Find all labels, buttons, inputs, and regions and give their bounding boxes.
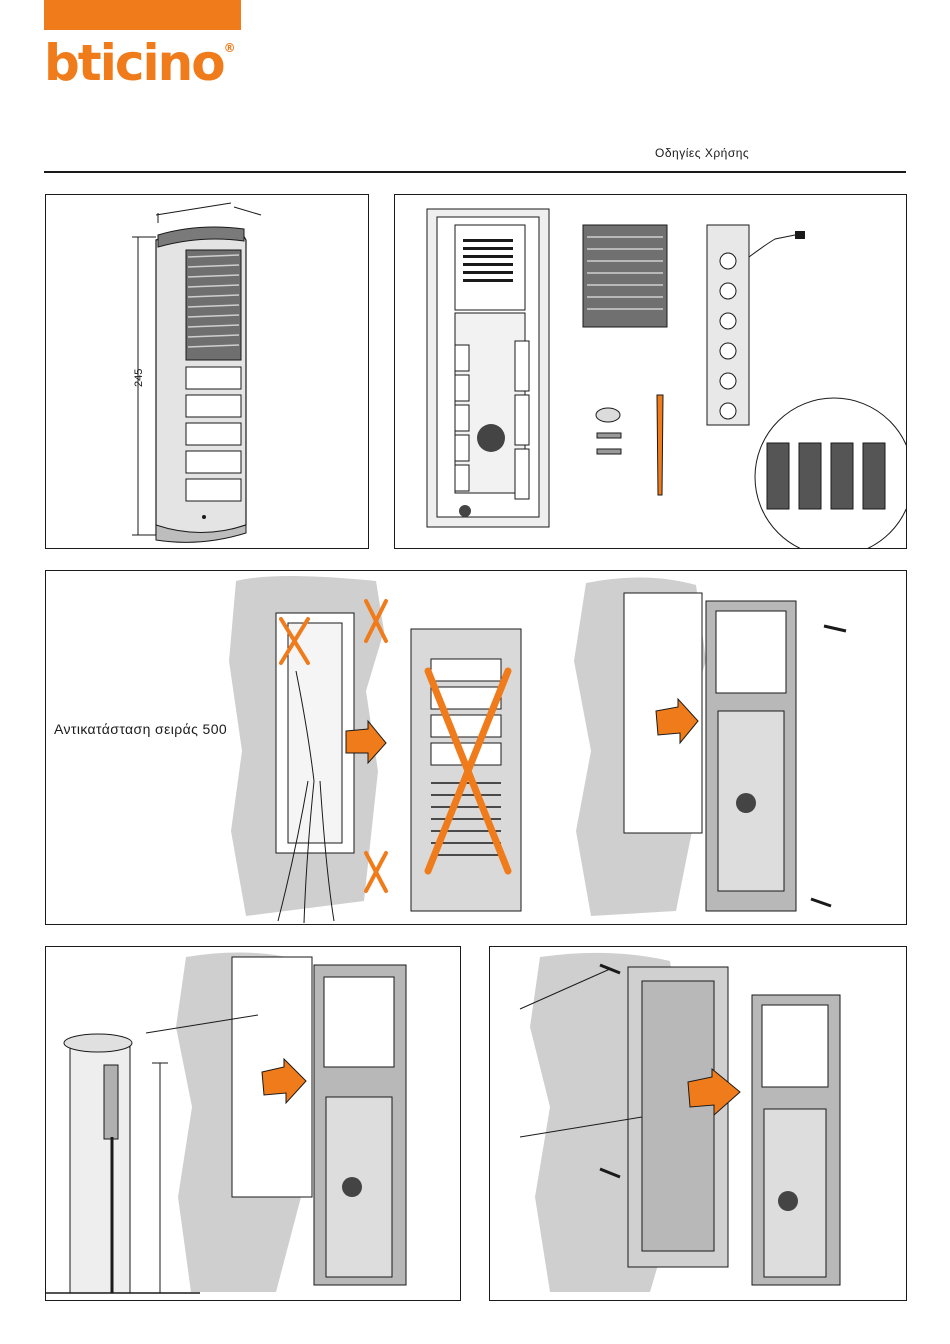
replacement-illustration	[46, 571, 906, 924]
dimensions-illustration: 245	[46, 195, 368, 548]
panel-replacement: Αντικατάσταση σειράς 500	[45, 570, 907, 925]
bticino-logo: bticino®	[44, 38, 236, 88]
replacement-caption: Αντικατάσταση σειράς 500	[54, 721, 227, 737]
document-type-label: Οδηγίες Χρήσης	[655, 146, 749, 160]
surface-mount-illustration	[46, 947, 460, 1300]
panel-components	[394, 194, 907, 549]
header-rule	[44, 171, 906, 173]
panel-flush-mount	[489, 946, 907, 1301]
components-illustration	[395, 195, 906, 548]
panel-surface-mount	[45, 946, 461, 1301]
panel-dimensions: 245	[45, 194, 369, 549]
height-dimension-label: 245	[133, 369, 145, 387]
flush-mount-illustration	[490, 947, 906, 1300]
brand-color-bar	[44, 0, 241, 30]
